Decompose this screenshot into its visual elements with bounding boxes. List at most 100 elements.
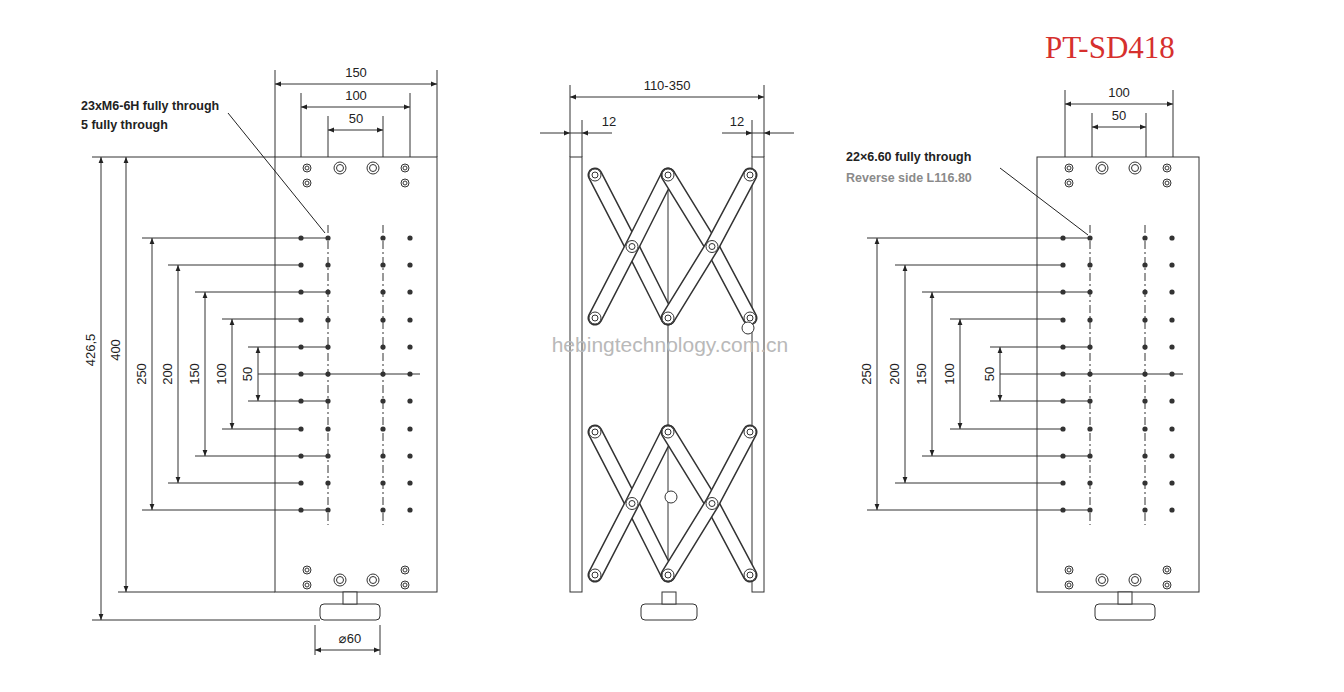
drawing-line xyxy=(867,238,1092,239)
hole xyxy=(1087,480,1092,485)
scissor-arm xyxy=(595,175,668,318)
bolt-hole xyxy=(1132,165,1139,172)
bolt-hole xyxy=(1129,162,1141,174)
mount-hole xyxy=(1067,181,1071,185)
hole xyxy=(380,344,385,349)
hole xyxy=(1142,235,1147,240)
hole xyxy=(407,235,412,240)
hole xyxy=(380,426,385,431)
pivot xyxy=(665,315,671,321)
drawing-line xyxy=(932,292,933,456)
bolt-hole xyxy=(1099,165,1106,172)
hole xyxy=(1087,317,1092,322)
pivot xyxy=(662,312,674,324)
knob xyxy=(742,322,754,334)
scissor-arm xyxy=(668,432,750,575)
pivot xyxy=(589,569,601,581)
drawing-line xyxy=(168,265,301,266)
mount-hole xyxy=(303,179,311,187)
pivot xyxy=(592,172,598,178)
bolt-hole xyxy=(1132,577,1139,584)
dimension: 250 xyxy=(135,362,149,386)
dimension: 12 xyxy=(729,115,745,129)
hole xyxy=(380,317,385,322)
mount-hole xyxy=(401,581,409,589)
drawing-line xyxy=(248,347,328,348)
mount-hole xyxy=(303,581,311,589)
hole xyxy=(1087,426,1092,431)
scissor-arm xyxy=(668,175,750,318)
drawing-line xyxy=(232,319,233,429)
hole xyxy=(1142,480,1147,485)
mount-hole xyxy=(1165,166,1169,170)
scissor-arm xyxy=(668,432,750,575)
mount-hole xyxy=(403,181,407,185)
dimension: 110-350 xyxy=(643,79,692,93)
scissor-arm xyxy=(668,432,750,575)
hole xyxy=(325,426,330,431)
pivot xyxy=(662,426,674,438)
scissor-side-view xyxy=(540,85,794,620)
drawing-line xyxy=(1000,374,1183,375)
drawing-line xyxy=(922,292,1092,293)
scissor-arm xyxy=(595,175,668,318)
scissor-arm xyxy=(595,432,668,575)
drawing-line xyxy=(950,429,1065,430)
hole xyxy=(1169,507,1174,512)
hole xyxy=(407,507,412,512)
drawing-line xyxy=(895,265,1065,266)
hole xyxy=(1142,289,1147,294)
pivot xyxy=(665,572,671,578)
bolt-hole xyxy=(1096,574,1108,586)
mount-hole xyxy=(1065,179,1073,187)
drawing-line xyxy=(168,483,301,484)
scissor-arm xyxy=(668,175,750,318)
model-title: PT-SD418 xyxy=(1045,30,1175,66)
dimension: 150 xyxy=(915,362,929,386)
dimension: 150 xyxy=(344,66,368,80)
bolt-hole xyxy=(367,574,379,586)
hole xyxy=(380,480,385,485)
pivot xyxy=(709,244,715,250)
dimension: 50 xyxy=(1111,109,1127,123)
mount-hole xyxy=(1067,568,1071,572)
hole xyxy=(325,317,330,322)
mount-hole xyxy=(403,166,407,170)
hole xyxy=(1169,262,1174,267)
drawing-line xyxy=(990,401,1092,402)
drawing-line xyxy=(205,292,206,456)
dimension: 100 xyxy=(344,89,368,103)
pivot xyxy=(747,315,753,321)
mount-hole xyxy=(1163,179,1171,187)
pivot xyxy=(662,169,674,181)
pivot xyxy=(706,241,718,253)
dimension: 200 xyxy=(888,362,902,386)
hole xyxy=(1142,453,1147,458)
hole xyxy=(407,398,412,403)
bolt-hole xyxy=(334,162,346,174)
pivot xyxy=(744,426,756,438)
dimension: 50 xyxy=(348,112,364,126)
hole xyxy=(1169,480,1174,485)
left-plate-view xyxy=(92,70,437,655)
hole xyxy=(380,398,385,403)
hole xyxy=(407,426,412,431)
mount-hole xyxy=(1065,566,1073,574)
dimension: 200 xyxy=(161,362,175,386)
mount-hole xyxy=(1065,581,1073,589)
pivot xyxy=(592,315,598,321)
hole xyxy=(1142,344,1147,349)
mount-hole xyxy=(1165,181,1169,185)
dimension: ⌀60 xyxy=(338,632,362,646)
drawing-line xyxy=(258,374,420,375)
scissor-arm xyxy=(595,432,668,575)
drawing-line xyxy=(922,456,1092,457)
mount-hole xyxy=(1067,583,1071,587)
mount-hole xyxy=(1163,581,1171,589)
pivot xyxy=(662,569,674,581)
right-plate-view xyxy=(1000,90,1199,620)
callout-note: 5 fully through xyxy=(80,118,169,132)
pivot xyxy=(706,498,718,510)
drawing-line xyxy=(142,510,328,511)
hole xyxy=(380,507,385,512)
